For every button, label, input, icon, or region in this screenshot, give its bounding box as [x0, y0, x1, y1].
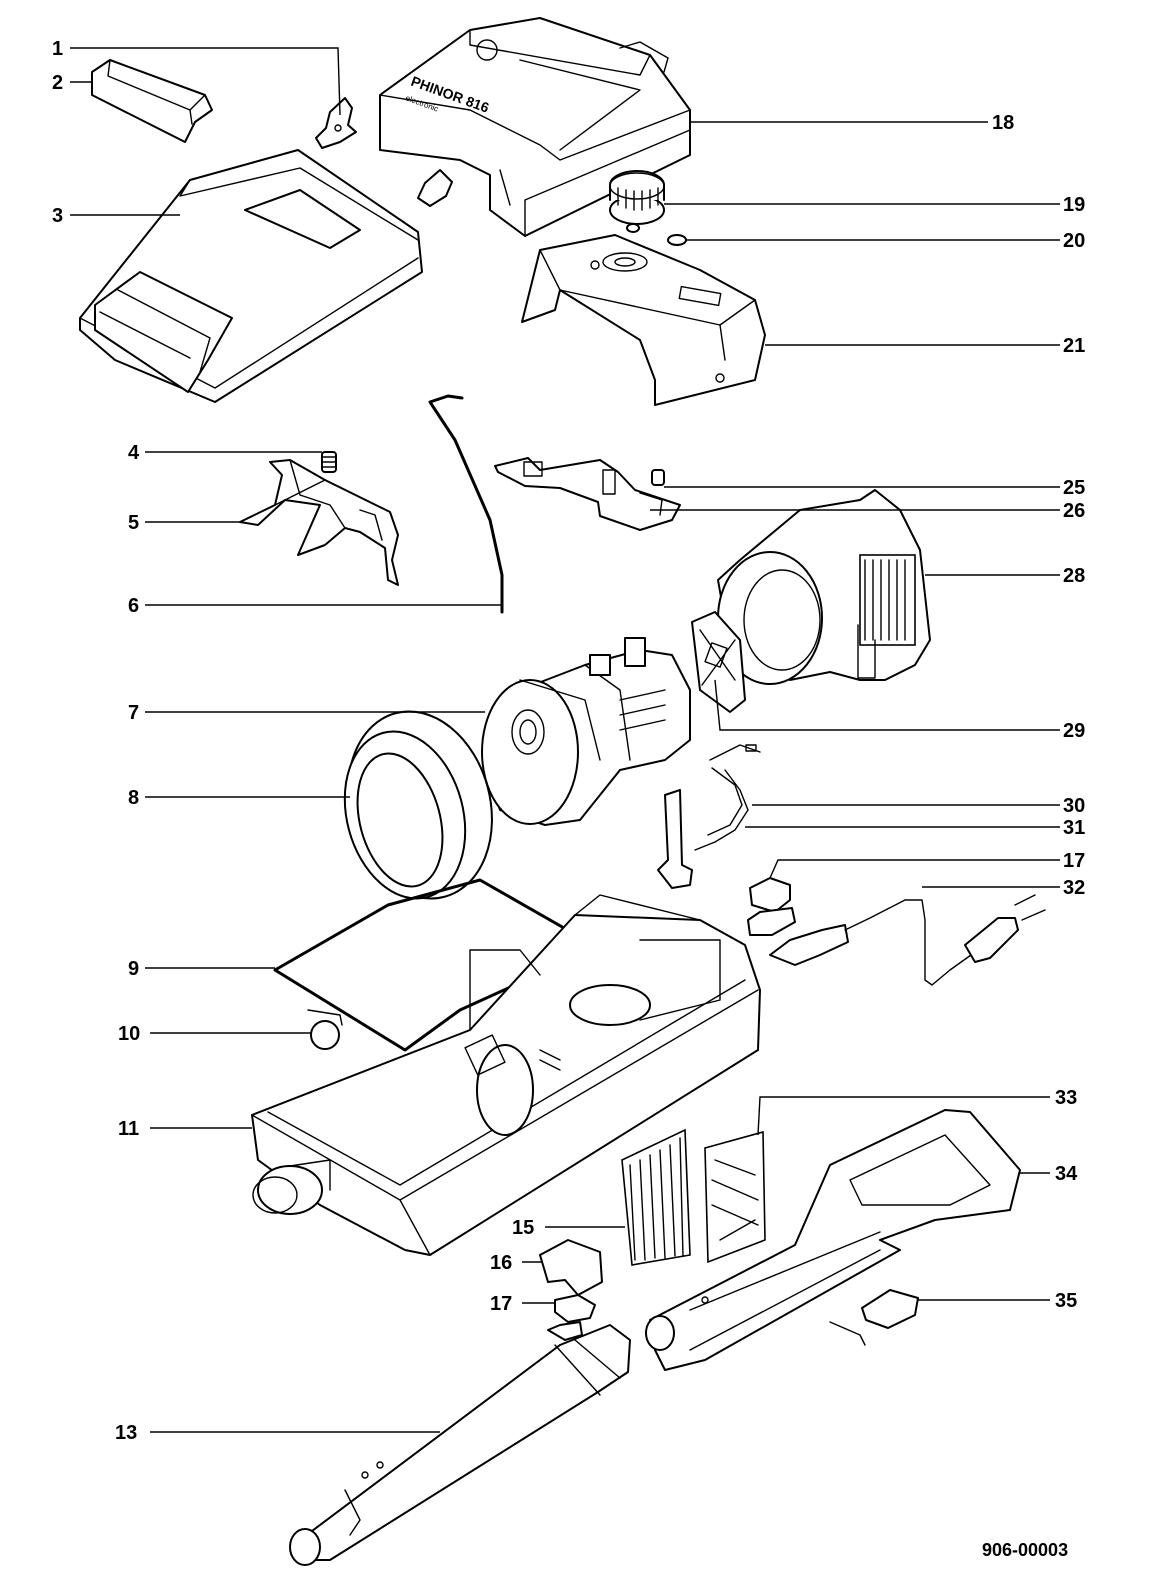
callout-2: 2 [52, 72, 63, 94]
callout-13: 13 [115, 1422, 137, 1444]
callout-28: 28 [1063, 565, 1085, 587]
part-21-control-frame [521, 234, 766, 406]
callout-18: 18 [992, 112, 1014, 134]
callout-20: 20 [1063, 230, 1085, 252]
part-31-bracket [657, 789, 693, 889]
callout-16: 16 [490, 1252, 512, 1274]
part-3-top-cover [79, 149, 423, 403]
part-4-spring [321, 451, 337, 473]
callout-33: 33 [1055, 1087, 1077, 1109]
part-30-wiring [694, 744, 761, 851]
callout-5: 5 [128, 512, 139, 534]
callout-35: 35 [1055, 1290, 1077, 1312]
callout-1: 1 [52, 38, 63, 60]
callout-31: 31 [1063, 817, 1085, 839]
callout-15: 15 [512, 1217, 534, 1239]
callout-4: 4 [128, 442, 140, 464]
part-25-small-spring [651, 469, 665, 486]
part-34-handle-tube [645, 1109, 1021, 1371]
part-8-gasket-ring [343, 710, 493, 900]
part-20-small-ring [667, 234, 687, 246]
part-28-motor-housing [717, 489, 931, 685]
part-26-switch-bracket [494, 457, 681, 531]
callout-8: 8 [128, 787, 139, 809]
part-11-base-housing [251, 894, 761, 1256]
part-2-handle-cap [91, 59, 213, 143]
leader-lines [70, 47, 1060, 1433]
part-16-cover-clip [539, 1239, 603, 1296]
callout-32: 32 [1063, 877, 1085, 899]
part-5-bag-holder [239, 459, 399, 586]
part-1-clip-secondary [417, 169, 453, 207]
callout-17-lower: 17 [490, 1293, 512, 1315]
callout-7: 7 [128, 702, 139, 724]
part-15-filter-cassette [621, 1128, 691, 1266]
callout-10: 10 [118, 1023, 140, 1045]
part-17-clamp-lower [547, 1294, 596, 1341]
callout-6: 6 [128, 595, 139, 617]
callout-3: 3 [52, 205, 63, 227]
callout-34: 34 [1055, 1163, 1078, 1185]
part-29-motor-filter-plate [691, 611, 746, 713]
part-33-exhaust-filter [704, 1130, 766, 1264]
callout-30: 30 [1063, 795, 1085, 817]
callout-21: 21 [1063, 335, 1085, 357]
callout-labels: 1 2 3 4 5 6 7 8 9 10 11 13 15 16 17 17 1… [52, 38, 1085, 1444]
part-6-wire-rod [428, 394, 504, 614]
callout-29: 29 [1063, 720, 1085, 742]
callout-9: 9 [128, 958, 139, 980]
drawing-code: 906-00003 [982, 1540, 1068, 1560]
part-17-cord-clamp-upper [747, 877, 796, 936]
part-1-latch-clip [315, 97, 357, 149]
part-32-power-cord [769, 894, 1046, 986]
part-19-control-knob [609, 170, 665, 233]
part-35-release-button [829, 1289, 919, 1346]
part-10-small-disc [307, 1009, 343, 1050]
callout-19: 19 [1063, 194, 1085, 216]
part-13-suction-tube [289, 1324, 631, 1566]
callout-17-upper: 17 [1063, 850, 1085, 872]
callout-25: 25 [1063, 477, 1085, 499]
callout-26: 26 [1063, 500, 1085, 522]
callout-11: 11 [118, 1118, 139, 1140]
part-7-motor [481, 637, 691, 826]
